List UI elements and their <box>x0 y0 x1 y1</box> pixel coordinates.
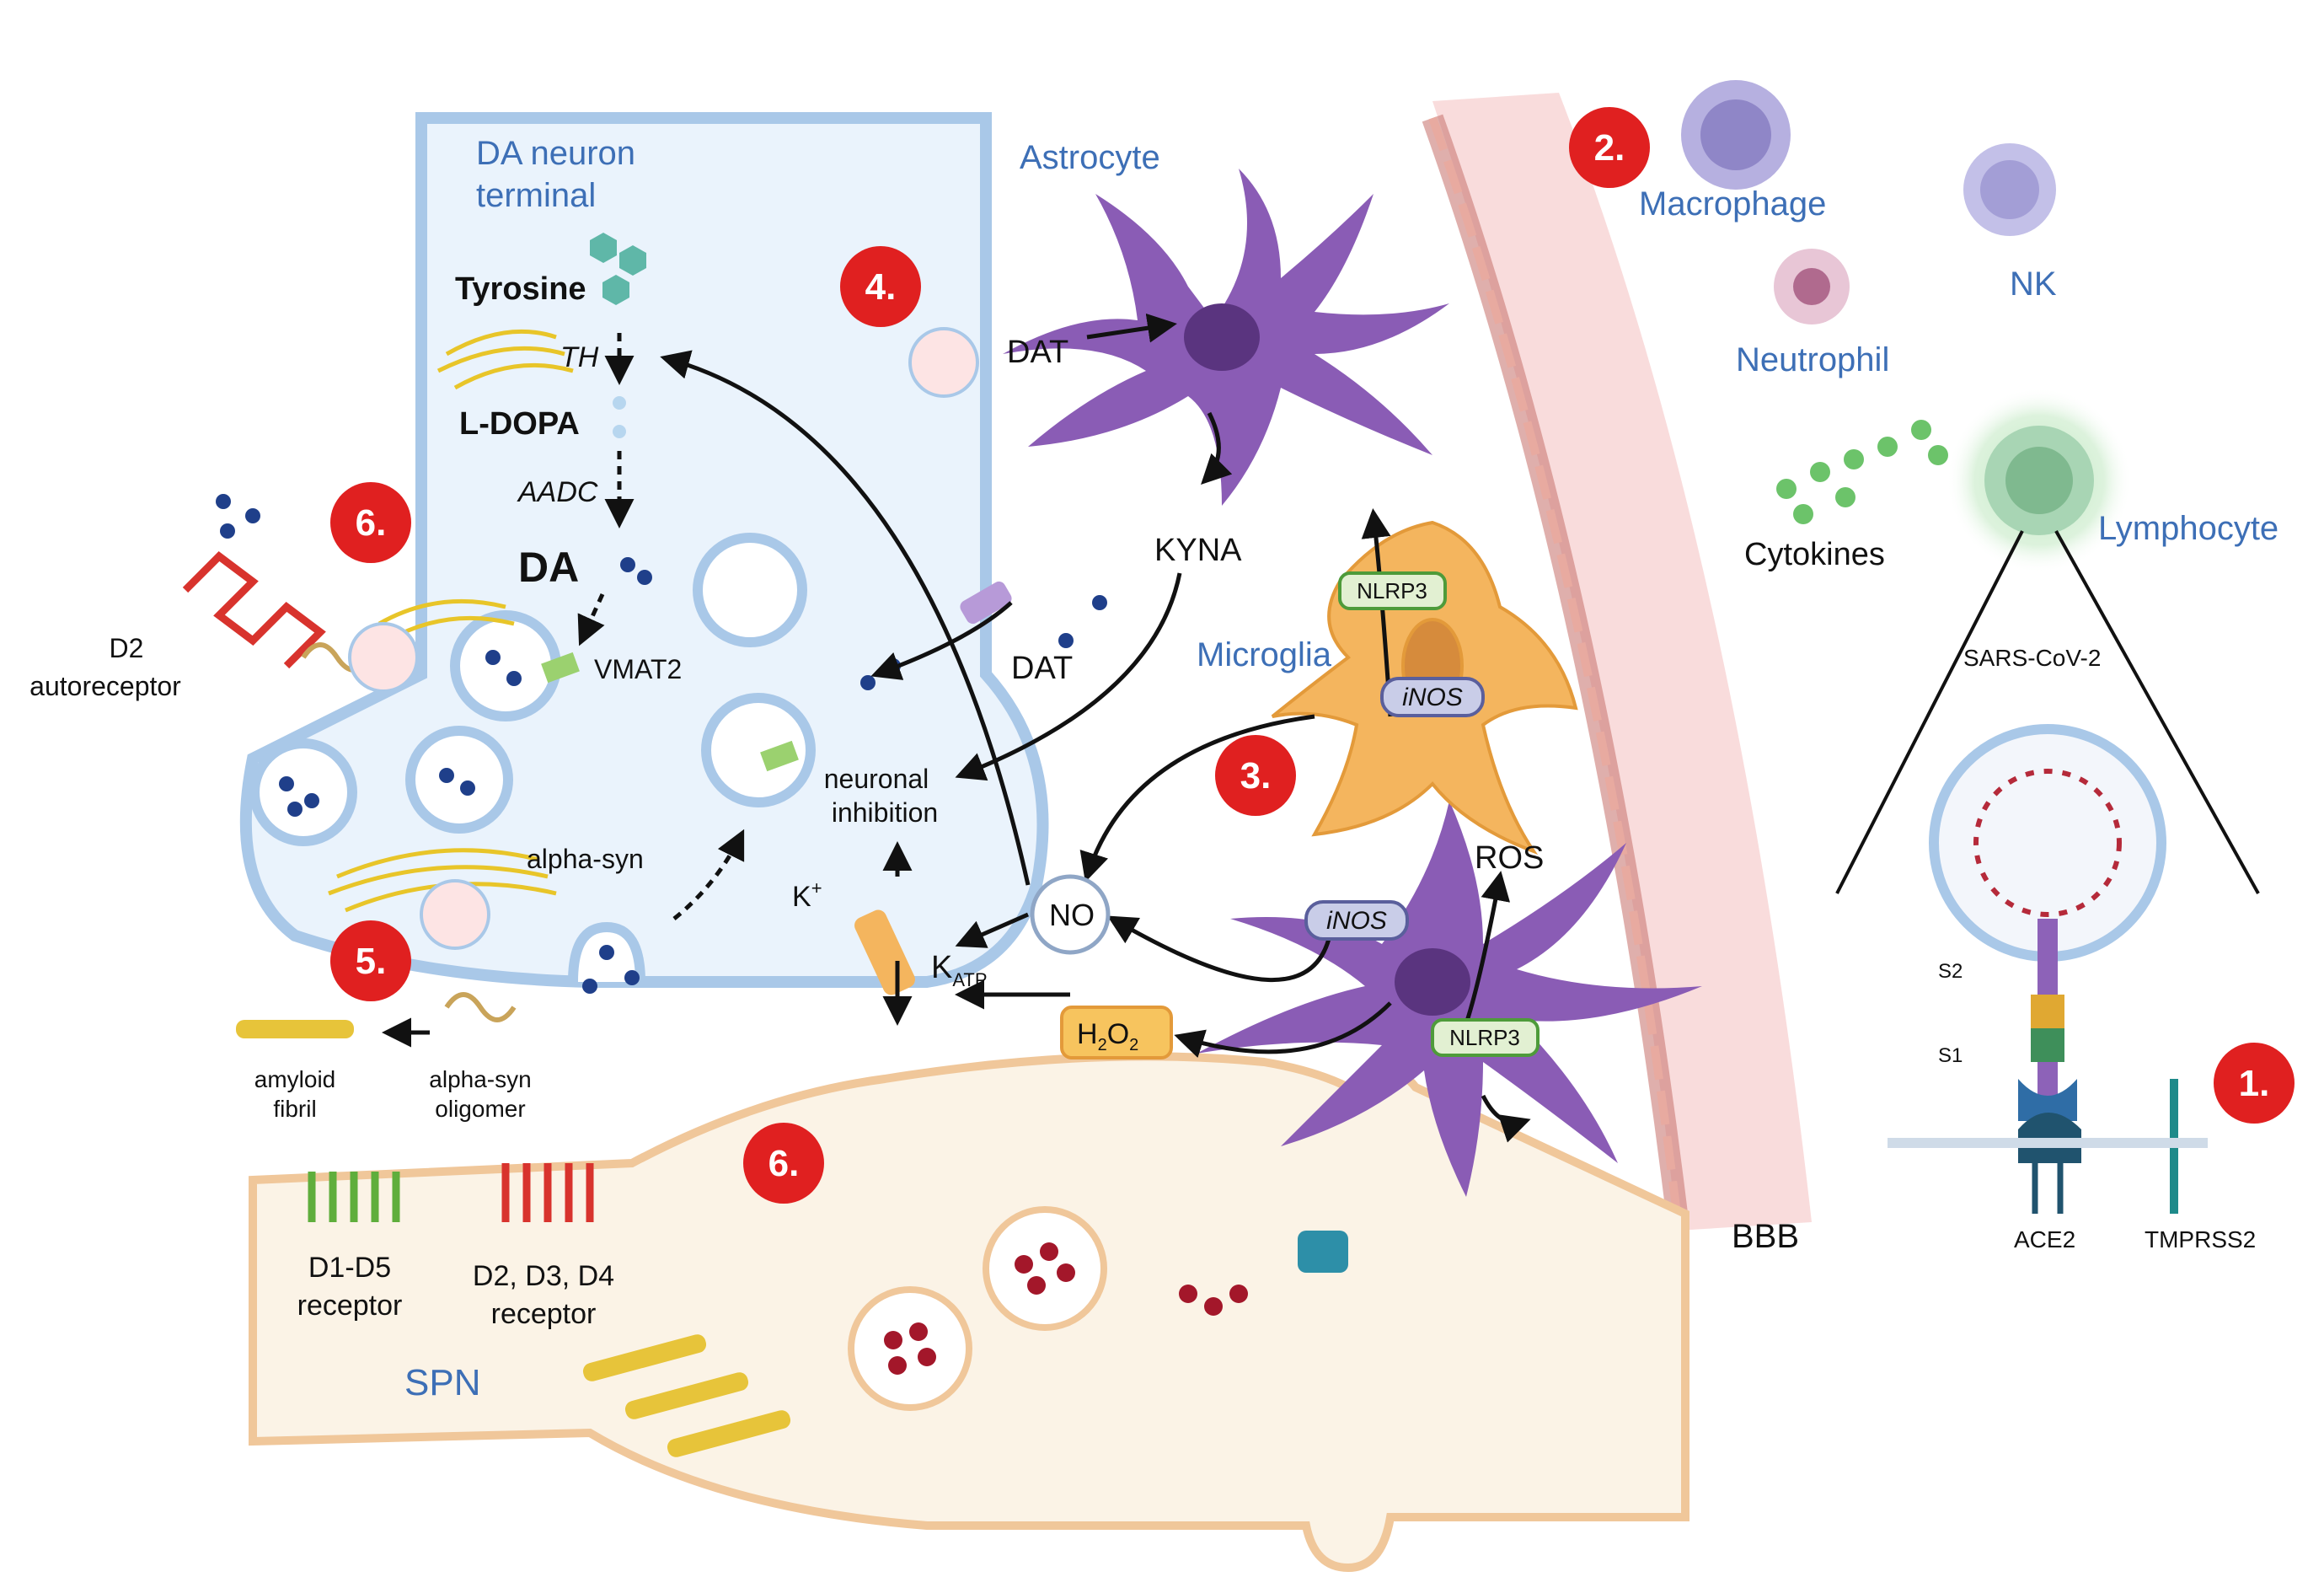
ros-label: ROS <box>1475 840 1544 876</box>
d2-autoreceptor <box>182 551 326 669</box>
nlrp3-top-label: NLRP3 <box>1357 578 1427 603</box>
k-plus-label: K+ <box>792 877 822 913</box>
nlrp3-bottom-tag <box>1431 1018 1540 1057</box>
ace2-label: ACE2 <box>2014 1226 2075 1252</box>
pathway-arrows <box>382 313 1531 1143</box>
amyloid-fibril-label-2: fibril <box>273 1096 316 1122</box>
d2-d3-d4-receptor-label-2: receptor <box>491 1298 597 1330</box>
amyloid-fibril-label-1: amyloid <box>254 1066 335 1092</box>
macrophage-label: Macrophage <box>1639 185 1826 223</box>
marker-6b-text: 6. <box>768 1143 800 1184</box>
alpha-syn-label: alpha-syn <box>527 844 644 874</box>
marker-4-text: 4. <box>865 266 897 308</box>
blood-brain-barrier <box>1422 93 1812 1231</box>
lymphocyte-label: Lymphocyte <box>2098 510 2278 547</box>
marker-3 <box>1215 735 1296 816</box>
spn-label: SPN <box>404 1362 480 1403</box>
marker-2-text: 2. <box>1594 127 1625 169</box>
marker-5 <box>330 920 411 1001</box>
alpha-syn-oligomer-label-1: alpha-syn <box>429 1066 531 1092</box>
marker-6a-text: 6. <box>356 502 387 544</box>
neuronal-inhibition-label-1: neuronal <box>824 764 929 794</box>
marker-5-text: 5. <box>356 941 387 982</box>
d1-d5-receptor-label-1: D1-D5 <box>308 1252 391 1284</box>
marker-1 <box>2214 1043 2295 1124</box>
marker-2 <box>1569 107 1650 188</box>
microglia-label: Microglia <box>1197 636 1332 673</box>
ion-channel <box>1298 1231 1348 1273</box>
cytokines-label: Cytokines <box>1744 537 1885 572</box>
no-circle <box>1030 874 1111 955</box>
amyloid-fibrils <box>236 1020 791 1457</box>
katp-label: KATP <box>931 950 988 990</box>
marker-3-text: 3. <box>1240 755 1272 797</box>
astrocyte-bottom <box>1197 801 1702 1197</box>
marker-6b <box>743 1123 824 1204</box>
s2-label: S2 <box>1938 960 1963 983</box>
no-label: NO <box>1049 898 1095 932</box>
tmprss2-label: TMPRSS2 <box>2145 1226 2256 1252</box>
alpha-syn-oligomer-label-2: oligomer <box>435 1096 525 1122</box>
da-neuron-terminal <box>182 112 1107 1022</box>
da-neuron-terminal-label-1: DA neuron <box>476 135 635 172</box>
marker-1-text: 1. <box>2239 1063 2270 1104</box>
lymphocyte <box>1946 388 2132 573</box>
nlrp3-top-tag <box>1338 571 1447 610</box>
dat-terminal-label: DAT <box>1011 651 1073 686</box>
aadc-label: AADC <box>517 476 598 508</box>
astrocyte-top <box>1003 169 1449 506</box>
tyrosine-label: Tyrosine <box>455 271 586 307</box>
kyna-label: KYNA <box>1154 533 1242 568</box>
d1-d5-receptor-shape <box>308 1172 400 1222</box>
da-label: DA <box>518 544 579 591</box>
neuronal-inhibition-label-2: inhibition <box>832 797 938 828</box>
neutrophil <box>1774 249 1850 325</box>
da-neuron-terminal-label-2: terminal <box>476 177 596 214</box>
katp-channel <box>854 909 915 995</box>
d2-d3-d4-receptor-shape <box>501 1163 594 1222</box>
h2o2-label: H2O2 <box>1077 1018 1138 1054</box>
virus-particles <box>348 327 979 950</box>
nk-label: NK <box>2010 266 2057 303</box>
bbb-label: BBB <box>1732 1218 1799 1255</box>
sars-cov-2-label: SARS-CoV-2 <box>1963 645 2101 671</box>
cytokine-dots <box>1776 420 1948 524</box>
sars-cov-2-zoom <box>1835 530 2260 1214</box>
marker-6a <box>330 482 411 563</box>
step-markers <box>330 107 2295 1204</box>
neutrophil-label: Neutrophil <box>1736 341 1889 378</box>
inos-bottom-tag <box>1304 900 1409 941</box>
d1-d5-receptor-label-2: receptor <box>297 1290 403 1322</box>
inos-bottom-label: iNOS <box>1326 907 1387 935</box>
marker-4 <box>840 246 921 327</box>
inos-top-label: iNOS <box>1402 684 1463 711</box>
nk-cell <box>1963 143 2056 236</box>
vmat2-label: VMAT2 <box>594 654 682 684</box>
dat-astrocyte-label: DAT <box>1007 335 1068 370</box>
inos-top-tag <box>1380 677 1485 717</box>
nlrp3-bottom-label: NLRP3 <box>1449 1025 1520 1050</box>
l-dopa-label: L-DOPA <box>459 406 580 442</box>
h2o2-box <box>1060 1006 1173 1059</box>
d2-autoreceptor-label-2: autoreceptor <box>29 671 181 701</box>
astrocyte-label: Astrocyte <box>1020 139 1160 176</box>
macrophage <box>1681 80 1791 190</box>
d2-autoreceptor-label-1: D2 <box>110 633 144 663</box>
d2-d3-d4-receptor-label-1: D2, D3, D4 <box>473 1260 614 1292</box>
s1-label: S1 <box>1938 1044 1963 1067</box>
th-label: TH <box>560 341 599 373</box>
